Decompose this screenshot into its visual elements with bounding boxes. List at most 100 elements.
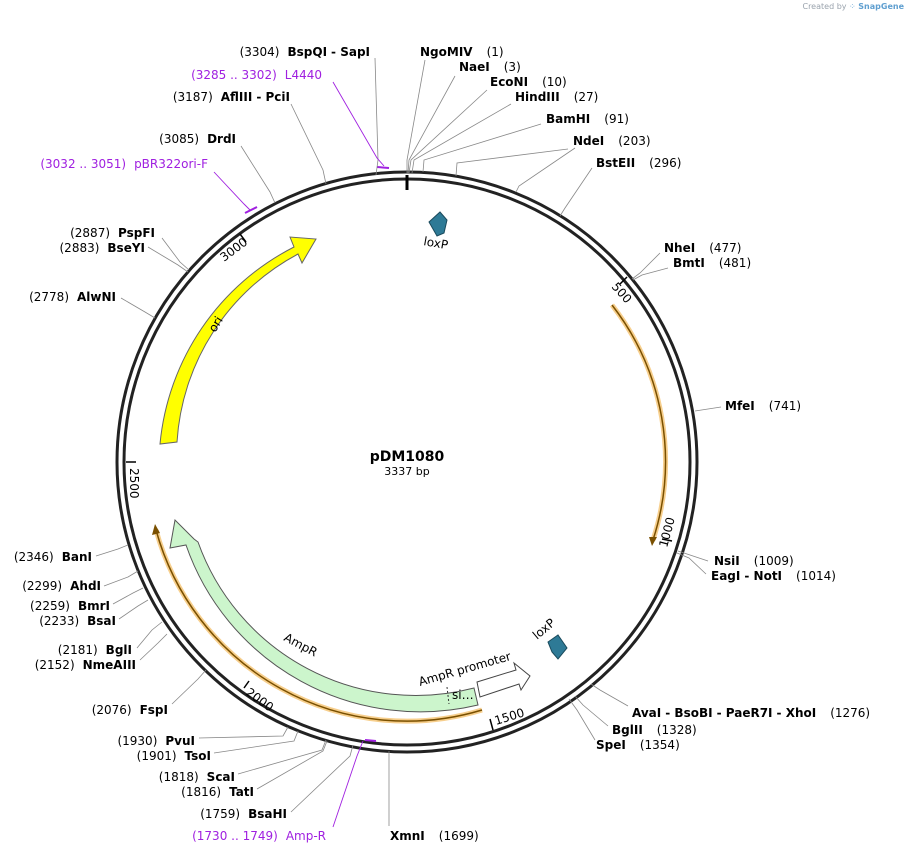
leader-eagi — [676, 552, 707, 575]
leader-bglii — [574, 695, 609, 727]
leader-bsteii — [559, 167, 593, 217]
leader-bseyi — [147, 246, 189, 273]
primer-ampr-leader — [332, 740, 364, 828]
plasmid-name: pDM1080 — [370, 449, 445, 465]
site-afliii-pcii[interactable]: (3187)AflIII- PciI — [173, 90, 290, 104]
orange-feature-right-arrowhead — [649, 537, 657, 546]
site-nmeaiii[interactable]: (2152)NmeAIII — [35, 658, 136, 672]
ori-feature[interactable]: ori — [159, 236, 317, 445]
site-bsteii[interactable]: BstEII(296) — [596, 156, 681, 170]
site-avai-group[interactable]: AvaI- BsoBI- PaeR7I- XhoI(1276) — [632, 706, 870, 720]
site-tsoi[interactable]: (1901)TsoI — [137, 749, 211, 763]
site-eagi-noti[interactable]: EagI- NotI(1014) — [711, 569, 836, 583]
site-labels-right: NgoMIV(1) NaeI(3) EcoNI(10) HindIII(27) … — [390, 45, 870, 843]
primer-ampr-label[interactable]: (1730 .. 1749)Amp-R — [192, 829, 326, 843]
leader-fspi — [171, 669, 207, 705]
site-alwni[interactable]: (2778)AlwNI — [29, 290, 116, 304]
leader-bamhi — [422, 123, 542, 173]
site-bani[interactable]: (2346)BanI — [14, 550, 92, 564]
site-econi[interactable]: EcoNI(10) — [490, 75, 567, 89]
leader-mfei — [694, 406, 722, 412]
site-bseyi[interactable]: (2883)BseYI — [60, 241, 146, 255]
site-pvui[interactable]: (1930)PvuI — [117, 734, 195, 748]
ampr-promoter-arrow — [476, 661, 531, 698]
site-labels-left: (3304)BspQI- SapI (3187)AflIII- PciI (30… — [14, 45, 370, 821]
leader-bgli — [136, 621, 163, 649]
tick-2500-label: 2500 — [127, 468, 141, 499]
site-pspfi[interactable]: (2887)PspFI — [70, 226, 155, 240]
scale-ticks: 500 1000 1500 2000 2500 3000 — [126, 233, 678, 731]
site-drdi[interactable]: (3085)DrdI — [159, 132, 236, 146]
tick-1000-mark — [661, 538, 673, 542]
leader-drdi — [240, 145, 276, 204]
site-fspi[interactable]: (2076)FspI — [92, 703, 168, 717]
leader-afliii — [290, 103, 327, 185]
site-mfei[interactable]: MfeI(741) — [725, 399, 801, 413]
site-naei[interactable]: NaeI(3) — [459, 60, 521, 74]
site-ngomiv[interactable]: NgoMIV(1) — [420, 45, 504, 59]
leader-ngomiv — [406, 59, 426, 173]
leader-bsahi — [290, 744, 354, 813]
leader-pvui — [198, 726, 289, 739]
site-bsahi[interactable]: (1759)BsaHI — [200, 807, 287, 821]
leader-naei — [407, 75, 456, 174]
leader-lines — [95, 57, 722, 826]
primer-pbr322ori-leader — [213, 171, 251, 211]
orange-feature-right — [611, 304, 667, 541]
leader-spei — [568, 698, 596, 741]
leader-nhei — [631, 252, 661, 280]
leader-ndei — [455, 148, 569, 177]
orange-feature-left-arrowhead — [152, 524, 160, 535]
signal-sequence-feature[interactable]: si… — [446, 686, 474, 705]
site-bgli[interactable]: (2181)BglI — [58, 643, 132, 657]
primer-l4440-mark — [376, 166, 390, 169]
leader-ahdi — [103, 570, 139, 587]
site-ahdi[interactable]: (2299)AhdI — [22, 579, 101, 593]
site-spei[interactable]: SpeI(1354) — [596, 738, 680, 752]
site-tati[interactable]: (1816)TatI — [181, 785, 254, 799]
site-bspqi-sapi[interactable]: (3304)BspQI- SapI — [240, 45, 370, 59]
leader-tsoi — [213, 730, 299, 754]
leader-econi — [408, 89, 488, 174]
credit-brand: SnapGene — [858, 2, 904, 11]
signal-boundary — [446, 686, 450, 705]
leader-pspfi — [161, 237, 190, 271]
loxp-top-arrow — [428, 211, 448, 237]
snapgene-logo-icon: ⁘ — [849, 2, 856, 11]
leader-scai — [237, 739, 327, 775]
site-bmti[interactable]: BmtI(481) — [673, 256, 751, 270]
credit-prefix: Created by — [802, 2, 847, 11]
site-nhei[interactable]: NheI(477) — [664, 241, 741, 255]
site-hindiii[interactable]: HindIII(27) — [515, 90, 598, 104]
site-bglii[interactable]: BglII(1328) — [612, 723, 697, 737]
site-bamhi[interactable]: BamHI(91) — [546, 112, 629, 126]
site-ndei[interactable]: NdeI(203) — [573, 134, 651, 148]
primer-pbr322ori-label[interactable]: (3032 .. 3051)pBR322ori-F — [40, 157, 208, 171]
leader-nmeaiii — [139, 633, 168, 661]
leader-bspqi — [374, 57, 379, 176]
leader-bsai — [118, 599, 149, 620]
loxp-bottom-arrow — [547, 634, 568, 660]
leader-tati — [256, 740, 328, 790]
site-nsii[interactable]: NsiI(1009) — [714, 554, 794, 568]
primer-labels: (3285 .. 3302)L4440 (3032 .. 3051)pBR322… — [40, 68, 326, 843]
leader-bmti — [632, 267, 669, 281]
leader-bani — [95, 544, 129, 557]
tick-500-label: 500 — [609, 280, 635, 306]
loxp-bottom-feature[interactable]: loxP — [530, 616, 568, 660]
primer-pbr322ori-mark — [244, 206, 258, 214]
site-bsai[interactable]: (2233)BsaI — [39, 614, 116, 628]
ori-arrow — [159, 236, 317, 445]
site-xmni[interactable]: XmnI(1699) — [390, 829, 479, 843]
loxp-top-label: loxP — [422, 234, 449, 252]
site-scai[interactable]: (1818)ScaI — [159, 770, 235, 784]
signal-label: si… — [452, 688, 474, 702]
site-bmri[interactable]: (2259)BmrI — [30, 599, 110, 613]
primer-l4440-label[interactable]: (3285 .. 3302)L4440 — [191, 68, 322, 82]
orange-feature-right-glow — [610, 303, 668, 541]
leader-alwni — [120, 297, 156, 319]
snapgene-credit: Created by ⁘ SnapGene — [802, 2, 904, 11]
tick-500-mark — [619, 276, 628, 285]
loxp-top-feature[interactable]: loxP — [422, 211, 449, 252]
